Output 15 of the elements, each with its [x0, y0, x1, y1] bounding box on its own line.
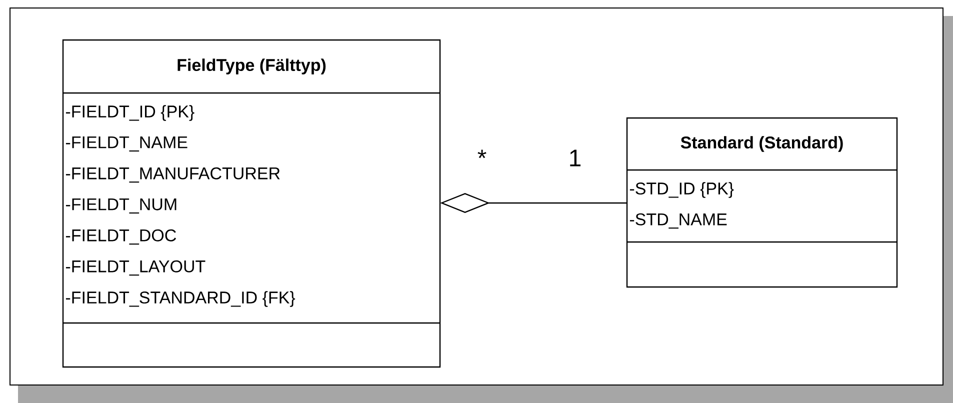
attribute: -STD_ID {PK}: [630, 182, 734, 198]
multiplicity: 1: [570, 150, 580, 166]
class-box: [626, 117, 898, 288]
attribute: -FIELDT_DOC: [66, 229, 176, 245]
class-name: Standard (Standard): [680, 136, 843, 152]
attribute: -FIELDT_LAYOUT: [66, 260, 206, 276]
attribute: -STD_NAME: [630, 213, 727, 229]
attribute: -FIELDT_ID {PK}: [66, 105, 194, 121]
attribute: -FIELDT_STANDARD_ID {FK}: [66, 291, 296, 307]
attribute: -FIELDT_MANUFACTURER: [66, 167, 280, 183]
class-name: FieldType (Fälttyp): [178, 58, 326, 74]
class-box: [62, 39, 441, 368]
attribute: -FIELDT_NAME: [66, 136, 188, 152]
attribute: -FIELDT_NUM: [66, 198, 176, 214]
multiplicity: *: [478, 150, 486, 158]
